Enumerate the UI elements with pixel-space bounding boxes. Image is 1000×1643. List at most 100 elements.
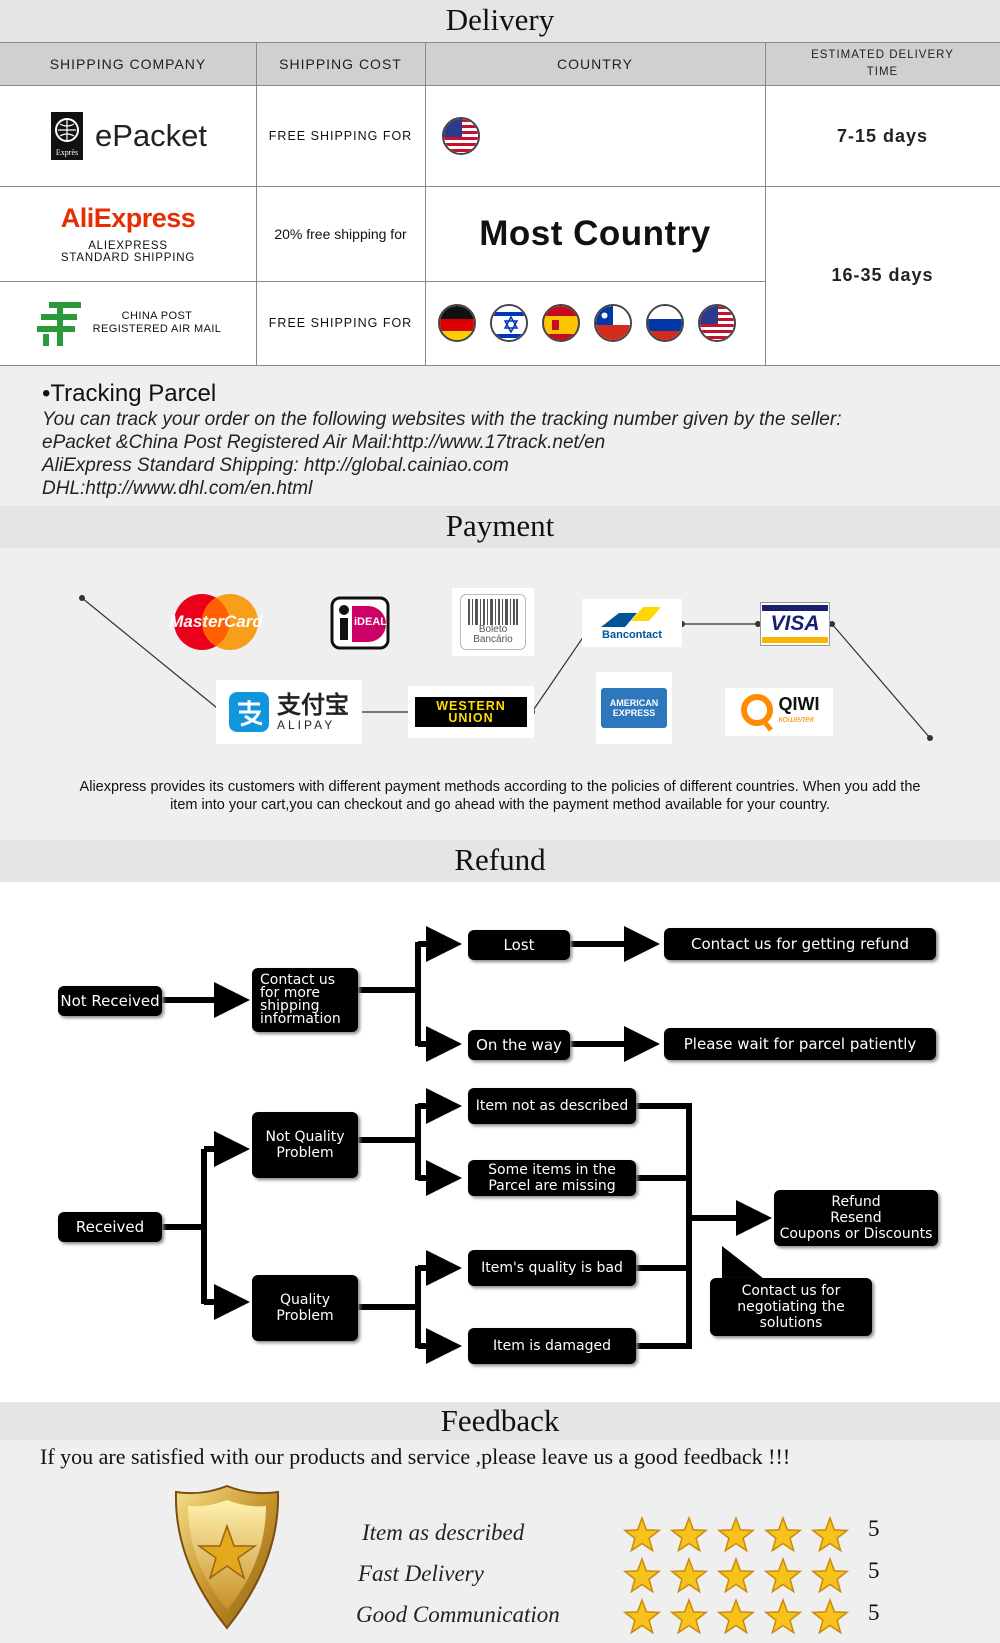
rating-label-described: Item as described: [362, 1520, 525, 1545]
spain-flag-icon: [542, 304, 580, 342]
epacket-company-cell: Exprès ePacket: [0, 86, 256, 186]
amex-line2: EXPRESS: [612, 708, 656, 718]
bancontact-logo[interactable]: Bancontact: [582, 599, 682, 647]
amex-line1: AMERICAN: [609, 698, 659, 708]
shield-star-icon: [174, 1484, 280, 1630]
alipay-icon: [229, 692, 269, 732]
star-icon: [716, 1515, 756, 1553]
star-icon: [622, 1556, 662, 1594]
feedback-title: Feedback: [0, 1402, 1000, 1440]
header-country: COUNTRY: [557, 56, 633, 72]
mastercard-logo[interactable]: MasterCard: [166, 590, 266, 654]
us-flag-icon: [698, 304, 736, 342]
star-icon: [810, 1597, 850, 1635]
ideal-label: iDEAL: [354, 616, 387, 628]
contact-shipping-info-node: Contact us for more shipping information: [252, 968, 358, 1032]
on-the-way-node: On the way: [468, 1030, 570, 1060]
alipay-logo[interactable]: 支付宝 ALIPAY: [216, 680, 362, 744]
russia-flag-icon: [646, 304, 684, 342]
star-icon: [669, 1556, 709, 1594]
quality-problem-node: Quality Problem: [252, 1275, 358, 1341]
rating-score: 5: [868, 1600, 880, 1625]
germany-flag-icon: [438, 304, 476, 342]
epacket-logo-caption: Exprès: [56, 148, 78, 157]
chile-flag-icon: [594, 304, 632, 342]
boleto-line2: Bancário: [473, 634, 513, 645]
tracking-link-dhl[interactable]: DHL:http://www.dhl.com/en.html: [42, 478, 313, 499]
aliexpress-line1: ALIEXPRESS: [88, 240, 168, 252]
aliexpress-logo: AliExpress: [60, 203, 196, 233]
items-missing-node: Some items in the Parcel are missing: [468, 1160, 636, 1196]
table-row: AliExpress ALIEXPRESS STANDARD SHIPPING …: [0, 186, 1000, 281]
epacket-country-cell: [425, 86, 765, 186]
not-quality-problem-node: Not Quality Problem: [252, 1112, 358, 1178]
star-icon: [716, 1556, 756, 1594]
china-post-line1: CHINA POST: [121, 310, 193, 322]
western-label: WESTERN: [436, 699, 506, 713]
amex-logo[interactable]: AMERICAN EXPRESS: [596, 672, 672, 744]
rating-score: 5: [868, 1516, 880, 1541]
visa-logo[interactable]: VISA: [760, 602, 830, 646]
aliexpress-line2: STANDARD SHIPPING: [60, 252, 196, 264]
item-not-described-node: Item not as described: [468, 1088, 636, 1124]
tracking-intro: You can track your order on the followin…: [42, 409, 842, 430]
rating-label-communication: Good Communication: [356, 1602, 560, 1627]
rating-stars: [622, 1556, 862, 1597]
china-post-country-cell: [425, 281, 765, 365]
shared-delivery-time: 16-35 days: [831, 265, 934, 285]
payment-title: Payment: [0, 506, 1000, 548]
china-post-company-cell: CHINA POST REGISTERED AIR MAIL: [0, 281, 256, 365]
china-post-logo-icon: [36, 302, 81, 346]
epacket-logo-icon: Exprès: [50, 112, 83, 160]
boleto-line1: Boleto: [478, 624, 508, 635]
ideal-logo[interactable]: iDEAL: [330, 596, 392, 652]
quality-bad-node: Item's quality is bad: [468, 1250, 636, 1286]
payment-section: MasterCard iDEAL Boleto Bancário Bancont…: [0, 548, 1000, 840]
delivery-title: Delivery: [0, 0, 1000, 42]
qiwi-logo[interactable]: QIWI кошелек: [725, 688, 833, 736]
not-received-node: Not Received: [58, 986, 162, 1016]
feedback-message: If you are satisfied with our products a…: [40, 1444, 791, 1469]
tracking-title: •Tracking Parcel: [42, 380, 217, 407]
star-icon: [716, 1597, 756, 1635]
star-icon: [622, 1515, 662, 1553]
star-icon: [810, 1515, 850, 1553]
boleto-logo[interactable]: Boleto Bancário: [452, 588, 534, 656]
negotiate-solutions-node: Contact us for negotiating the solutions: [710, 1278, 872, 1336]
alipay-cn-label: 支付宝: [277, 691, 349, 719]
received-node: Received: [58, 1212, 162, 1242]
refund-outcomes-node: Refund Resend Coupons or Discounts: [774, 1190, 938, 1246]
rating-stars: [622, 1597, 862, 1638]
epacket-name: ePacket: [94, 118, 207, 153]
qiwi-icon: [740, 694, 773, 732]
outcome-refund: Refund: [831, 1194, 881, 1210]
china-post-cost: FREE SHIPPING FOR: [268, 316, 413, 330]
us-flag-icon: [442, 117, 480, 155]
star-icon: [622, 1597, 662, 1635]
refund-title: Refund: [0, 840, 1000, 882]
rating-label-delivery: Fast Delivery: [358, 1561, 484, 1586]
western-union-logo[interactable]: WESTERN UNION: [408, 686, 534, 738]
tracking-section: •Tracking Parcel You can track your orde…: [0, 366, 1000, 506]
header-shipping-company: SHIPPING COMPANY: [49, 56, 207, 72]
china-post-line2: REGISTERED AIR MAIL: [92, 323, 222, 335]
header-shipping-cost: SHIPPING COST: [279, 56, 402, 72]
item-damaged-node: Item is damaged: [468, 1328, 636, 1364]
qiwi-sub-label: кошелек: [778, 714, 815, 724]
aliexpress-cost: 20% free shipping for: [274, 225, 407, 242]
feedback-section: If you are satisfied with our products a…: [0, 1440, 1000, 1643]
bancontact-mark-icon: [601, 607, 661, 627]
payment-description: Aliexpress provides its customers with d…: [79, 779, 921, 813]
tracking-link-cainiao[interactable]: AliExpress Standard Shipping: http://glo…: [42, 455, 509, 476]
contact-refund-node: Contact us for getting refund: [664, 928, 936, 960]
star-icon: [669, 1597, 709, 1635]
shipping-table: SHIPPING COMPANY SHIPPING COST COUNTRY E…: [0, 42, 1000, 366]
visa-label: VISA: [770, 612, 820, 635]
barcode-icon: [468, 599, 518, 625]
israel-flag-icon: [490, 304, 528, 342]
table-row: Exprès ePacket FREE SHIPPING FOR 7-15 da…: [0, 86, 1000, 186]
aliexpress-company-cell: AliExpress ALIEXPRESS STANDARD SHIPPING: [0, 186, 256, 281]
tracking-link-17track[interactable]: ePacket &China Post Registered Air Mail:…: [42, 432, 606, 453]
star-icon: [763, 1556, 803, 1594]
star-icon: [810, 1556, 850, 1594]
